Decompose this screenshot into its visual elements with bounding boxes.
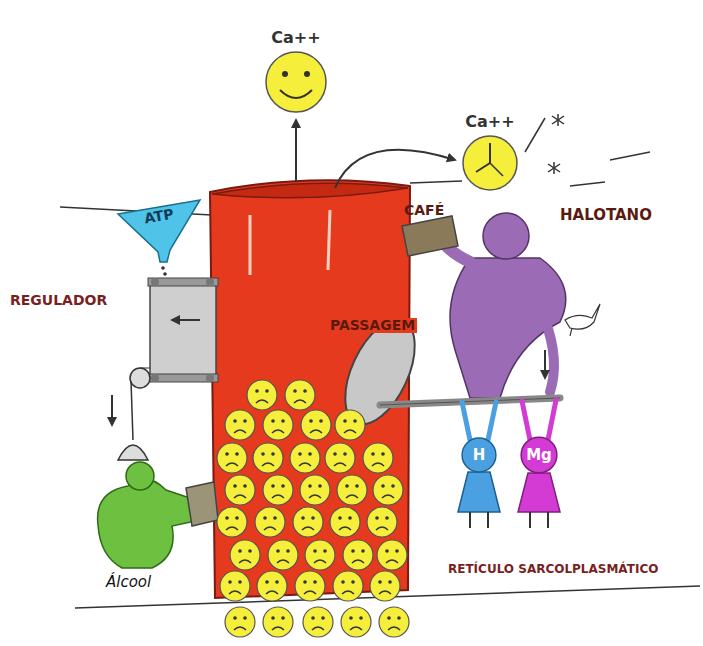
membrane-line: [410, 181, 462, 183]
alcohol-label: Álcool: [106, 574, 151, 591]
reticulum-label: RETÍCULO SARCOLPLASMÁTICO: [448, 563, 658, 576]
hydrogen-figure: [458, 402, 500, 528]
sad-calcium-face: [333, 571, 363, 601]
door-lever-edge: [380, 398, 560, 405]
halothane-marks: [525, 114, 605, 186]
node-text: Ca++: [271, 29, 320, 47]
sad-calcium-face: [293, 507, 323, 537]
bird: [565, 304, 600, 336]
sad-calcium-face: [257, 571, 287, 601]
sad-calcium-face: [343, 540, 373, 570]
sad-calcium-face: [268, 540, 298, 570]
sad-calcium-face: [341, 607, 371, 637]
sad-calcium-face: [300, 475, 330, 505]
calcium-ion: Ca++: [456, 110, 524, 134]
channel-stripe: [328, 210, 330, 270]
sad-calcium-face: [225, 410, 255, 440]
sad-calcium-face: [367, 507, 397, 537]
passage-label: PASSAGEM: [328, 318, 417, 333]
sad-calcium-face: [370, 571, 400, 601]
calcium-clock-face: [463, 136, 517, 190]
sad-calcium-face: [295, 571, 325, 601]
sad-calcium-face: [247, 380, 277, 410]
sad-calcium-face: [363, 443, 393, 473]
sad-calcium-face: [335, 410, 365, 440]
sad-calcium-face: [220, 571, 250, 601]
sad-calcium-face: [337, 475, 367, 505]
membrane-line: [610, 152, 650, 160]
channel-opening: [212, 183, 408, 198]
halothane-label: HALOTANO: [560, 207, 652, 224]
release-arrow: [295, 120, 297, 182]
node-text: ATP: [143, 206, 175, 226]
caffeine-label: CAFÉ: [404, 203, 444, 218]
node-text: Mg: [526, 447, 552, 464]
sad-calcium-face: [263, 475, 293, 505]
sad-calcium-face: [255, 507, 285, 537]
regulator-label: REGULADOR: [10, 293, 107, 308]
sad-calcium-face: [325, 443, 355, 473]
sad-calcium-face: [303, 607, 333, 637]
sad-calcium-face: [225, 475, 255, 505]
sad-calcium-face: [263, 607, 293, 637]
calcium-smiley: [266, 52, 326, 112]
sad-calcium-face: [217, 507, 247, 537]
magnesium-head: Mg: [520, 436, 558, 474]
magnesium-figure: [518, 400, 560, 528]
hydrogen-head: H: [461, 437, 497, 473]
regulator-box: [112, 278, 218, 460]
sad-calcium-face: [373, 475, 403, 505]
node-text: H: [473, 447, 486, 464]
sad-calcium-face: [230, 540, 260, 570]
sad-calcium-face: [377, 540, 407, 570]
halothane-figure: [402, 213, 566, 398]
sad-calcium-face: [379, 607, 409, 637]
alcohol-figure: [98, 462, 218, 568]
sad-calcium-face: [217, 443, 247, 473]
release-arrow: [335, 150, 455, 188]
sad-calcium-face: [225, 607, 255, 637]
calcium-ion: Ca++: [262, 26, 330, 50]
sad-calcium-face: [263, 410, 293, 440]
node-text: Ca++: [465, 113, 514, 131]
channel-stripe: [249, 215, 252, 275]
sad-calcium-face: [285, 380, 315, 410]
pull-arrow: [544, 350, 546, 378]
calcium-pile: [217, 380, 409, 637]
sad-calcium-face: [290, 443, 320, 473]
atp-funnel: [118, 200, 200, 262]
sad-calcium-face: [330, 507, 360, 537]
door-lever: [380, 398, 560, 405]
sad-calcium-face: [301, 410, 331, 440]
sad-calcium-face: [253, 443, 283, 473]
sad-calcium-face: [305, 540, 335, 570]
